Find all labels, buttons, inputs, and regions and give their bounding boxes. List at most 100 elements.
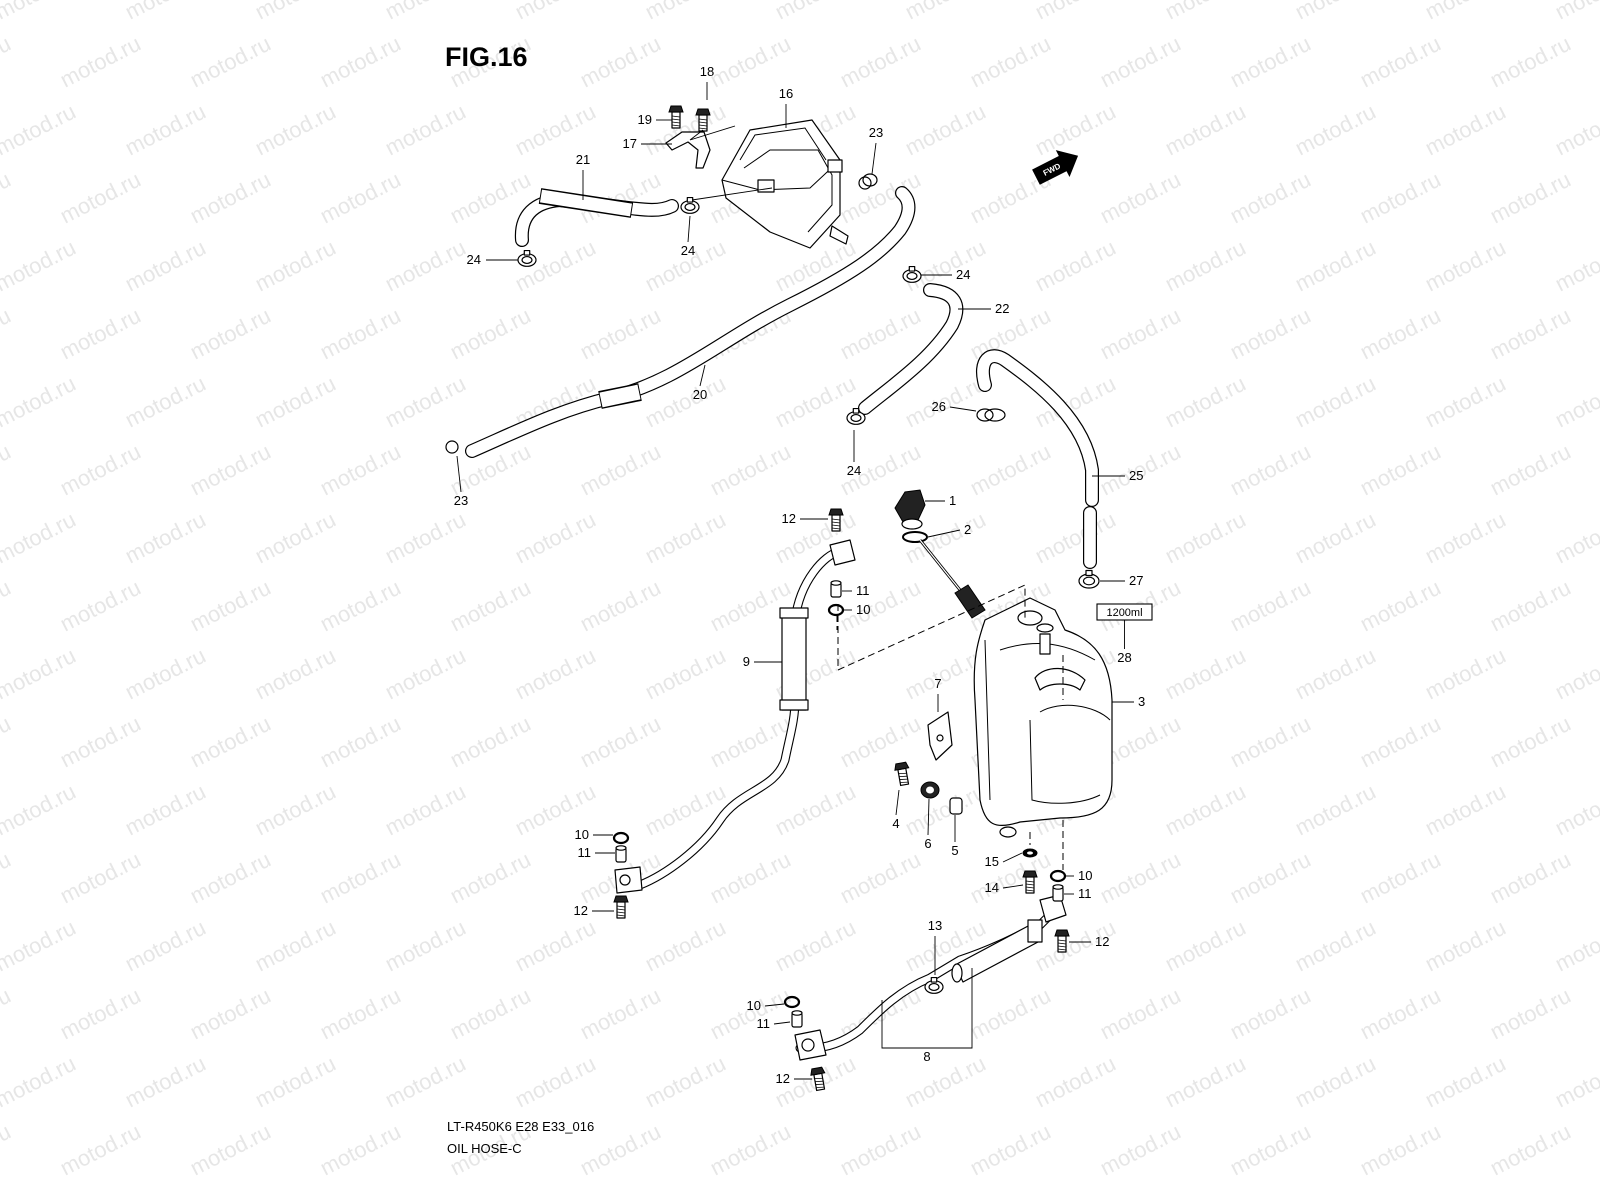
callout-c13: 13	[928, 918, 942, 975]
section-name: OIL HOSE-C	[447, 1141, 522, 1156]
damper-7	[927, 711, 953, 761]
callout-c24b: 24	[467, 252, 518, 267]
callout-c16: 16	[779, 86, 793, 128]
callout-label: 28	[1117, 650, 1131, 665]
callout-c23a: 23	[869, 125, 883, 175]
callout-c12b: 12	[574, 903, 614, 918]
callout-leader	[456, 455, 462, 493]
callout-label: 13	[928, 918, 942, 933]
fwd-arrow-icon: FWD	[1032, 150, 1079, 185]
callout-leader	[699, 364, 706, 387]
oil-hose-9	[612, 508, 856, 919]
callout-label: 10	[1078, 868, 1092, 883]
callout-label: 22	[995, 301, 1009, 316]
callout-c5: 5	[951, 815, 959, 858]
hose-25	[976, 349, 1100, 589]
callout-c20: 20	[693, 364, 707, 402]
callout-leader	[927, 798, 930, 836]
callout-c15: 15	[985, 852, 1023, 869]
callout-label: 2	[964, 522, 971, 537]
callout-c1: 1	[925, 493, 956, 508]
callout-label: 10	[575, 827, 589, 842]
mount-hardware	[894, 761, 963, 815]
callout-leader	[881, 968, 973, 1049]
capacity-label: 1200ml	[1106, 607, 1142, 619]
callout-c3: 3	[1112, 694, 1145, 709]
callout-c9: 9	[743, 654, 782, 669]
callout-leader	[1002, 852, 1023, 863]
callout-label: 11	[1078, 886, 1092, 901]
hose-22	[846, 265, 964, 425]
parts-layer	[445, 105, 1113, 1092]
callout-label: 15	[985, 854, 999, 869]
bracket-17	[665, 105, 711, 169]
callout-c11b: 11	[578, 845, 615, 860]
callout-label: 16	[779, 86, 793, 101]
figure-title: FIG.16	[445, 42, 528, 72]
callout-label: 26	[932, 399, 946, 414]
callout-c27: 27	[1100, 573, 1143, 588]
callout-c19: 19	[638, 112, 672, 127]
callout-c21: 21	[576, 152, 590, 200]
callout-leader	[764, 1003, 785, 1007]
callout-label: 23	[869, 125, 883, 140]
callout-c11d: 11	[757, 1016, 791, 1031]
hose-20	[445, 176, 916, 458]
callout-c22: 22	[958, 301, 1009, 316]
callout-label: 21	[576, 152, 590, 167]
callout-leader	[687, 187, 773, 243]
callout-label: 27	[1129, 573, 1143, 588]
callout-label: 24	[956, 267, 970, 282]
callout-label: 7	[934, 676, 941, 691]
callout-c11c: 11	[1064, 886, 1092, 901]
callout-c10a: 10	[844, 602, 870, 617]
callout-c10c: 10	[1066, 868, 1092, 883]
callout-label: 11	[856, 583, 870, 598]
callout-label: 10	[856, 602, 870, 617]
callout-label: 8	[923, 1049, 930, 1064]
callout-c17: 17	[623, 125, 736, 151]
callout-c10b: 10	[575, 827, 613, 842]
callout-leader	[773, 1021, 791, 1025]
callout-c14: 14	[985, 880, 1024, 895]
callout-leader	[1002, 884, 1024, 889]
callout-c12d: 12	[776, 1071, 812, 1086]
callout-c26: 26	[932, 399, 977, 414]
capacity-label-box: 1200ml	[1096, 603, 1153, 621]
callout-label: 23	[454, 493, 468, 508]
hose-21	[514, 188, 700, 267]
small-clips	[862, 173, 994, 422]
callout-label: 9	[743, 654, 750, 669]
callout-c24c: 24	[921, 267, 970, 282]
callout-label: 12	[1095, 934, 1109, 949]
callout-c4: 4	[892, 789, 900, 831]
callout-label: 11	[757, 1016, 771, 1031]
callout-c8: 8	[881, 968, 973, 1064]
callout-c10d: 10	[747, 998, 785, 1013]
callout-c7: 7	[934, 676, 942, 712]
callout-c11a: 11	[842, 583, 870, 598]
assembly-lines	[836, 584, 1064, 870]
callout-label: 25	[1129, 468, 1143, 483]
callout-label: 3	[1138, 694, 1145, 709]
callout-c18: 18	[700, 64, 714, 100]
callout-leader	[895, 789, 900, 816]
callout-label: 17	[623, 136, 637, 151]
callout-c23b: 23	[454, 455, 468, 508]
callout-label: 12	[782, 511, 796, 526]
callout-c6: 6	[924, 798, 932, 851]
callout-label: 1	[949, 493, 956, 508]
callout-label: 19	[638, 112, 652, 127]
callout-label: 14	[985, 880, 999, 895]
callout-label: 24	[681, 243, 695, 258]
callout-label: 11	[578, 845, 592, 860]
callout-leader	[949, 406, 977, 412]
callout-label: 24	[847, 463, 861, 478]
callout-label: 20	[693, 387, 707, 402]
callout-c12c: 12	[1069, 934, 1109, 949]
callout-label: 4	[892, 816, 899, 831]
callout-c24d: 24	[847, 430, 861, 478]
callout-label: 12	[776, 1071, 790, 1086]
